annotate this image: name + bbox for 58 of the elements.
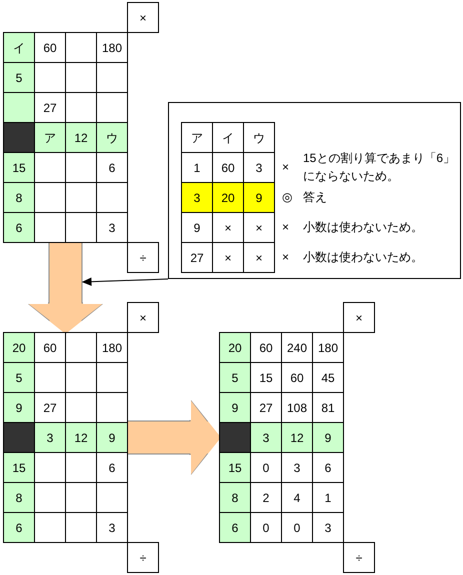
number-grid <box>3 32 128 243</box>
highlighted-cell: 9 <box>243 182 275 213</box>
header-cell: 15 <box>3 452 35 483</box>
table-cell: ウ <box>243 122 275 153</box>
header-cell: 3 <box>250 422 282 453</box>
shaded-cell <box>3 422 35 453</box>
header-cell: 6 <box>3 212 35 243</box>
operator-cell: ÷ <box>127 542 159 573</box>
shaded-cell <box>3 122 35 153</box>
callout-box <box>168 102 461 279</box>
result-mark: × <box>282 159 290 176</box>
operator-cell: × <box>343 302 375 333</box>
header-cell: 8 <box>219 482 251 513</box>
block-arrow <box>128 401 220 474</box>
operator-cell: ÷ <box>343 542 375 573</box>
header-cell: 20 <box>3 332 35 363</box>
header-cell: 8 <box>3 182 35 213</box>
table-cell: ア <box>181 122 213 153</box>
operator-cell: × <box>127 2 159 33</box>
header-cell: 15 <box>3 152 35 183</box>
header-cell: 12 <box>65 122 97 153</box>
operator-cell: × <box>127 302 159 333</box>
header-cell: 5 <box>3 362 35 393</box>
number-grid <box>219 332 344 543</box>
note-text: 小数は使わないため。 <box>303 219 423 236</box>
header-cell: 3 <box>34 422 66 453</box>
header-cell: ア <box>34 122 66 153</box>
note-text: 15との割り算であまり「6」にならないため。 <box>303 150 456 185</box>
highlighted-cell: 3 <box>181 182 213 213</box>
header-cell: 9 <box>312 422 344 453</box>
note-text: 答え <box>303 189 327 206</box>
table-cell: 27 <box>181 242 213 273</box>
header-cell: 15 <box>219 452 251 483</box>
header-cell: 9 <box>219 392 251 423</box>
header-cell: 5 <box>219 362 251 393</box>
header-cell: 12 <box>281 422 313 453</box>
note-text: 小数は使わないため。 <box>303 249 423 266</box>
result-mark: × <box>282 219 290 236</box>
block-arrow <box>29 243 102 332</box>
number-grid <box>3 332 128 543</box>
table-cell: × <box>243 242 275 273</box>
header-cell: 9 <box>3 392 35 423</box>
header-cell: 8 <box>3 482 35 513</box>
header-cell: ウ <box>96 122 128 153</box>
result-mark: × <box>282 249 290 266</box>
header-cell: 6 <box>3 512 35 543</box>
header-cell: イ <box>3 32 35 63</box>
shaded-cell <box>219 422 251 453</box>
operator-cell: ÷ <box>127 242 159 273</box>
header-cell: 12 <box>65 422 97 453</box>
header-cell: 9 <box>96 422 128 453</box>
header-cell: 20 <box>219 332 251 363</box>
header-cell <box>3 92 35 123</box>
header-cell: 5 <box>3 62 35 93</box>
leader-arrow <box>82 278 168 286</box>
highlighted-cell: 20 <box>212 182 244 213</box>
header-cell: 6 <box>219 512 251 543</box>
result-mark: ◎ <box>282 189 292 206</box>
